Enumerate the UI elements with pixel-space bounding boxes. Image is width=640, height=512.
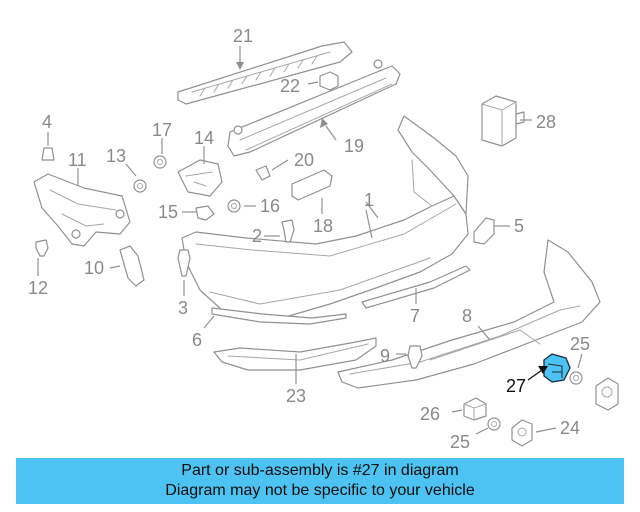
part-1-bumper-cover bbox=[181, 115, 469, 321]
part-20-bolt bbox=[255, 165, 271, 181]
callout-26: 26 bbox=[420, 404, 440, 424]
banner-line-2: Diagram may not be specific to your vehi… bbox=[165, 482, 475, 499]
callout-25-lower: 25 bbox=[450, 432, 470, 452]
part-21-absorber bbox=[177, 41, 353, 105]
part-28-module bbox=[481, 95, 525, 147]
callout-20: 20 bbox=[294, 150, 314, 170]
callout-6: 6 bbox=[192, 330, 202, 350]
callout-11: 11 bbox=[68, 150, 87, 170]
callout-21: 21 bbox=[233, 26, 253, 46]
part-10-bracket bbox=[119, 245, 145, 287]
part-7-trim bbox=[361, 265, 471, 309]
callout-5: 5 bbox=[514, 216, 524, 236]
part-14-mount bbox=[177, 159, 223, 197]
part-22-clip bbox=[319, 71, 339, 91]
callout-7: 7 bbox=[410, 306, 420, 326]
info-banner: Part or sub-assembly is #27 in diagram D… bbox=[16, 458, 624, 504]
callout-1: 1 bbox=[364, 190, 374, 210]
callout-14: 14 bbox=[194, 128, 214, 148]
callout-23: 23 bbox=[286, 386, 306, 406]
callout-19: 19 bbox=[344, 136, 364, 156]
callout-25-upper: 25 bbox=[570, 334, 590, 354]
part-4-clip bbox=[41, 147, 55, 161]
callout-3: 3 bbox=[178, 298, 188, 318]
callout-13: 13 bbox=[106, 146, 126, 166]
leader-27 bbox=[527, 369, 543, 381]
part-26-retainer bbox=[463, 397, 487, 421]
part-9-screw bbox=[407, 345, 423, 369]
leader-lines bbox=[37, 46, 583, 435]
callout-4: 4 bbox=[42, 112, 52, 132]
part-19-reinforcement bbox=[227, 59, 401, 157]
callout-18: 18 bbox=[313, 216, 333, 236]
part-8-valance bbox=[337, 239, 601, 389]
callout-24: 24 bbox=[560, 418, 580, 438]
callout-12: 12 bbox=[28, 278, 48, 298]
banner-line-1: Part or sub-assembly is #27 in diagram bbox=[181, 462, 459, 479]
callout-15: 15 bbox=[158, 202, 178, 222]
part-23-molding bbox=[213, 337, 377, 371]
part-18-bracket bbox=[291, 169, 333, 201]
part-27-highlighted[interactable] bbox=[543, 353, 571, 383]
part-2-screw bbox=[281, 219, 295, 243]
callout-9: 9 bbox=[380, 346, 390, 366]
callout-16: 16 bbox=[260, 196, 280, 216]
part-15-bolt bbox=[195, 205, 215, 221]
callout-22: 22 bbox=[280, 76, 300, 96]
part-12-screw bbox=[35, 239, 49, 257]
part-13-nut bbox=[133, 179, 147, 193]
part-3-screw bbox=[177, 249, 191, 277]
leader-27-arrowhead bbox=[538, 366, 548, 374]
part-25-grommet-upper bbox=[569, 371, 583, 385]
callout-2: 2 bbox=[252, 226, 262, 246]
callout-28: 28 bbox=[536, 112, 556, 132]
part-6-strip bbox=[211, 307, 347, 325]
callout-10: 10 bbox=[84, 258, 104, 278]
part-5-bracket bbox=[473, 217, 495, 245]
part-17-nut bbox=[153, 155, 167, 169]
part-11-bracket bbox=[33, 173, 131, 247]
callout-27: 27 bbox=[506, 376, 526, 396]
fasteners bbox=[35, 147, 583, 431]
part-16-nut bbox=[227, 199, 241, 213]
part-24-sensors bbox=[511, 377, 619, 447]
part-25-grommet-lower bbox=[487, 417, 501, 431]
callout-labels: 21 22 28 19 4 17 14 11 13 20 15 16 18 1 … bbox=[28, 26, 590, 452]
callout-17: 17 bbox=[152, 120, 172, 140]
callout-8: 8 bbox=[462, 306, 472, 326]
